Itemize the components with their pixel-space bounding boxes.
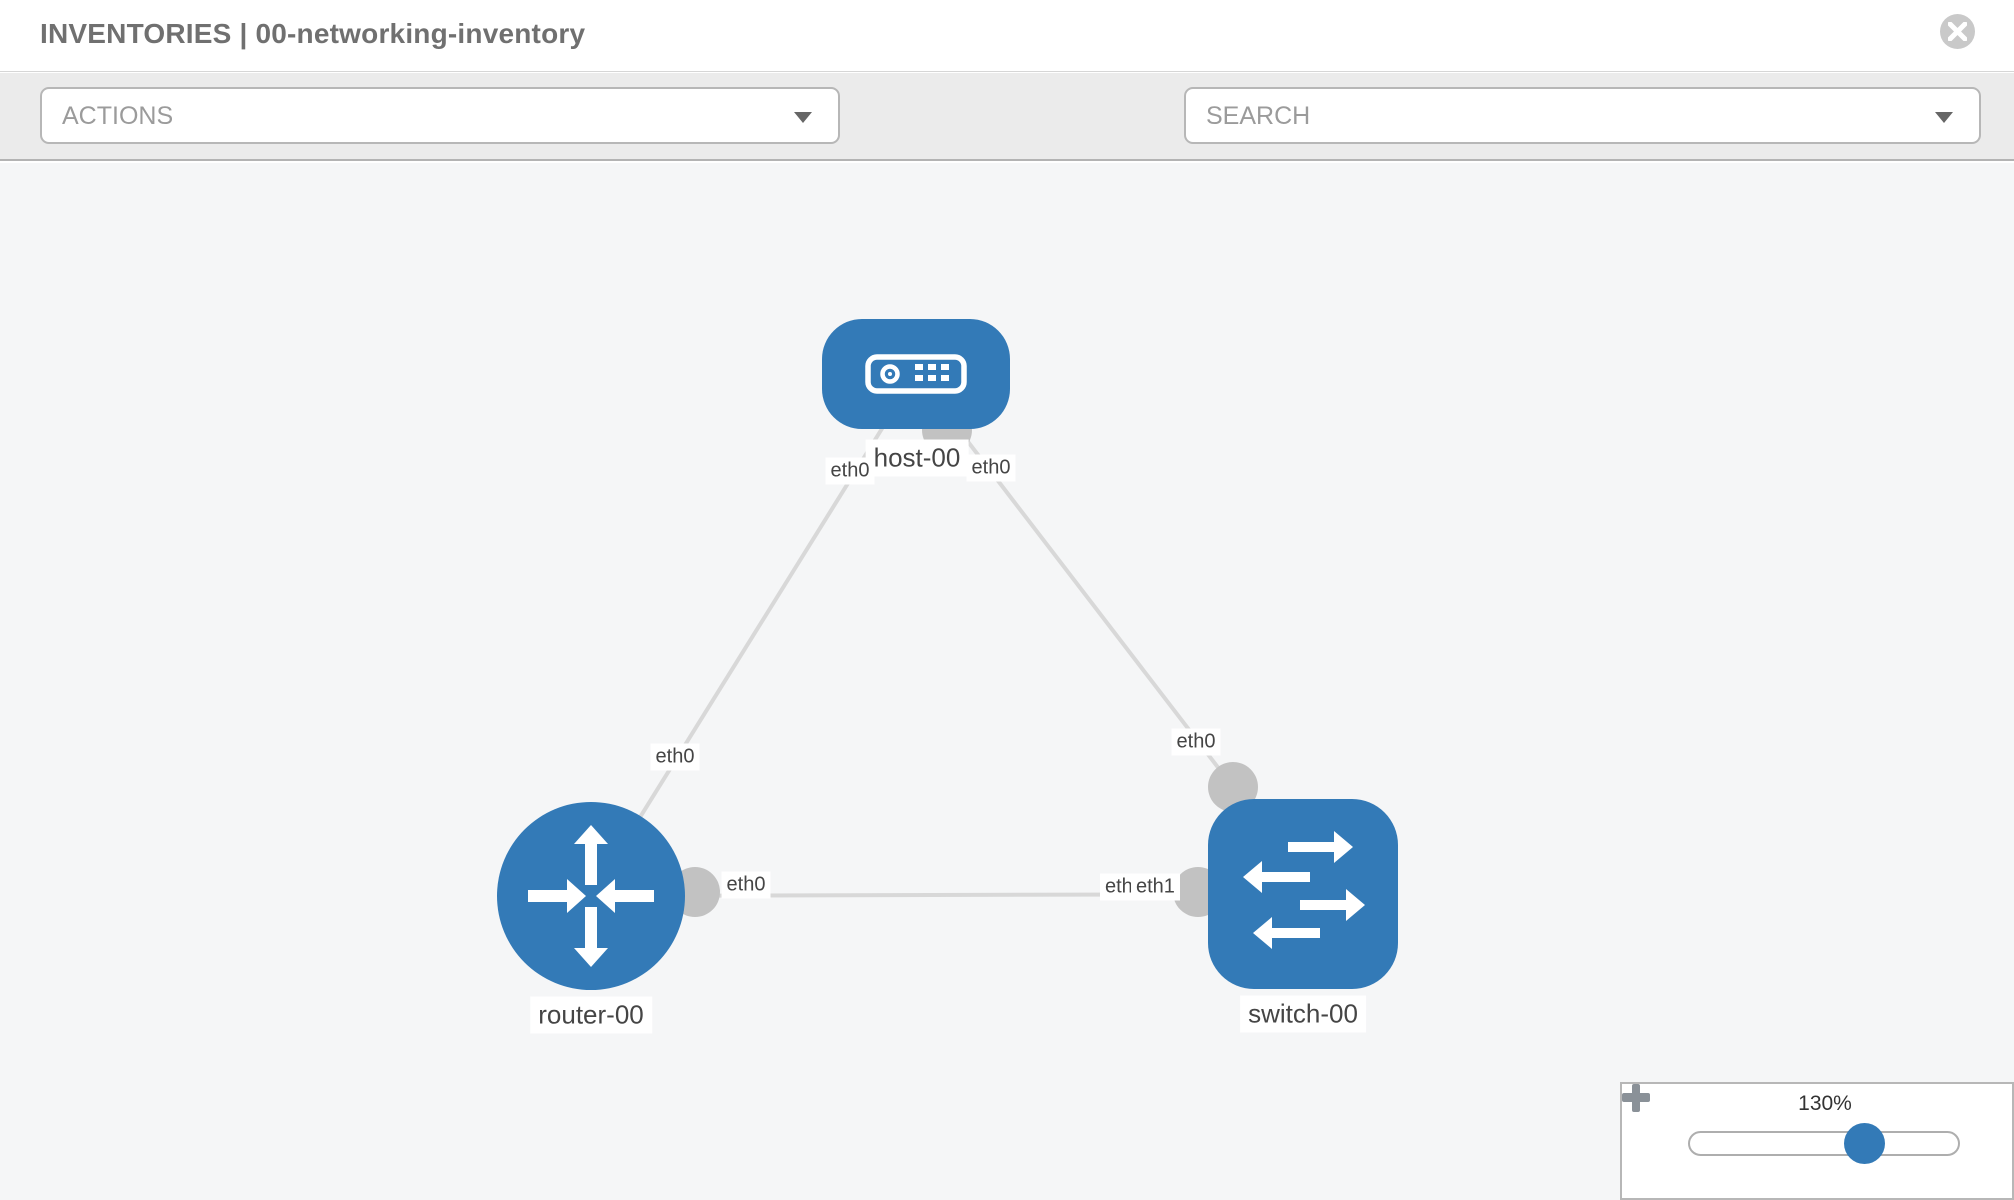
zoom-in-icon[interactable]: [1622, 1084, 1650, 1112]
panel-header: INVENTORIES | 00-networking-inventory: [0, 0, 2014, 72]
zoom-slider-thumb[interactable]: [1844, 1123, 1885, 1164]
zoom-control-panel: 130%: [1620, 1082, 2014, 1200]
node-label-host: host-00: [865, 439, 969, 477]
host-icon: [865, 354, 967, 394]
port-label-router-to-host: eth0: [650, 743, 700, 771]
switch-icon: [1243, 831, 1365, 949]
port-label-switch-to-host: eth0: [1171, 728, 1221, 756]
page-title: INVENTORIES | 00-networking-inventory: [40, 18, 586, 49]
port-label-host-to-router: eth0: [825, 457, 875, 485]
port-label-router-to-switch: eth0: [721, 871, 771, 899]
search-dropdown[interactable]: SEARCH: [1184, 87, 1981, 144]
router-icon: [528, 825, 654, 967]
close-icon: [1948, 22, 1967, 41]
close-button[interactable]: [1940, 14, 1975, 49]
chevron-down-icon: [794, 112, 812, 123]
node-host[interactable]: [822, 319, 1010, 429]
search-dropdown-label: SEARCH: [1206, 102, 1311, 130]
zoom-slider-track[interactable]: [1688, 1131, 1960, 1156]
topology-canvas[interactable]: host-00 router-00 switch-00 eth0 eth0 et…: [0, 163, 2014, 1200]
node-router[interactable]: [497, 802, 685, 990]
zoom-level-value: 130%: [1798, 1092, 1852, 1115]
node-switch[interactable]: [1208, 799, 1398, 989]
chevron-down-icon: [1935, 112, 1953, 123]
toolbar: ACTIONS SEARCH: [0, 73, 2014, 209]
node-label-switch: switch-00: [1240, 995, 1366, 1033]
actions-dropdown-label: ACTIONS: [62, 102, 174, 130]
port-circle-switch-top: [1208, 762, 1258, 812]
port-label-switch-to-router-front: eth1: [1131, 873, 1180, 901]
node-label-router: router-00: [530, 996, 652, 1034]
actions-dropdown[interactable]: ACTIONS: [40, 87, 840, 144]
port-label-host-to-switch: eth0: [966, 454, 1016, 482]
